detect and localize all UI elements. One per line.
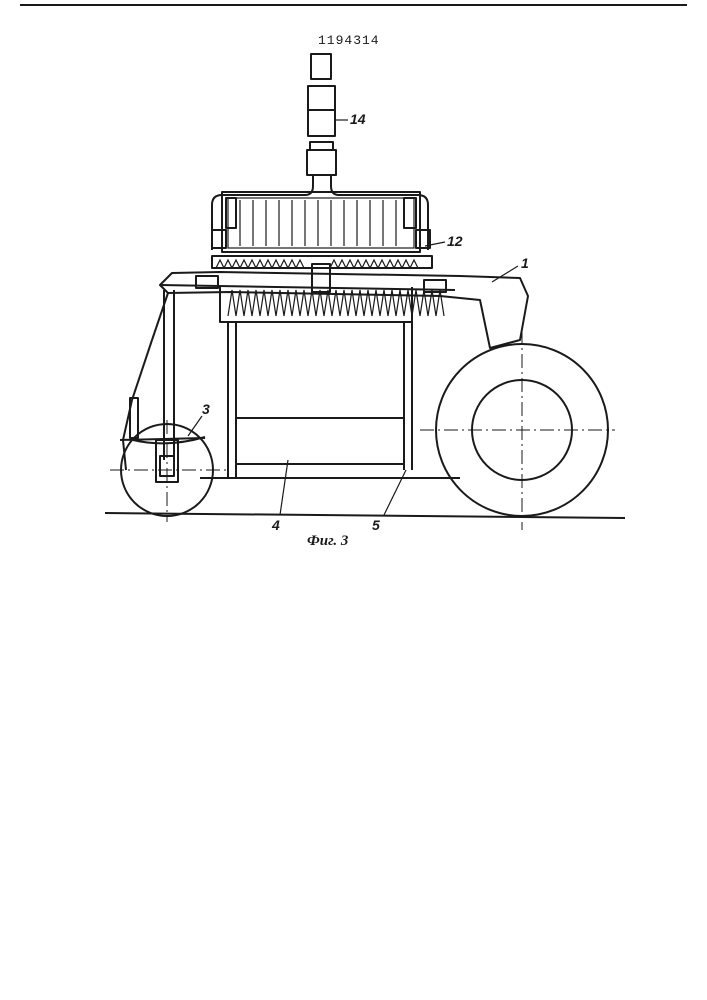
callout-1: 1 xyxy=(521,255,529,271)
callout-4: 4 xyxy=(271,517,280,533)
chassis-frame xyxy=(160,272,528,348)
upper-housing xyxy=(212,192,430,252)
figure-caption: Фиг. 3 xyxy=(307,533,349,549)
central-body xyxy=(200,322,460,478)
leader-lines xyxy=(188,120,518,515)
callout-3: 3 xyxy=(202,401,210,417)
patent-number: 1194314 xyxy=(318,33,380,48)
callout-14: 14 xyxy=(350,111,366,127)
callout-12: 12 xyxy=(447,233,463,249)
callout-5: 5 xyxy=(372,517,380,533)
rear-wheel xyxy=(420,330,615,530)
front-caster-wheel xyxy=(110,420,230,522)
